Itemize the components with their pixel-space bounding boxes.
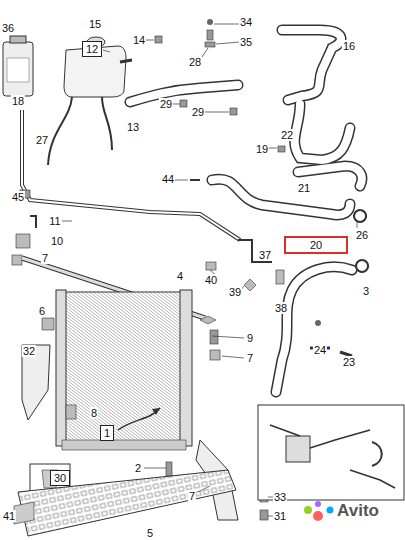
callout-number: 7 — [188, 490, 196, 502]
callout-number: 29 — [159, 98, 173, 110]
callout-number: 20 — [289, 239, 343, 251]
callout-number: 4 — [176, 270, 184, 282]
callout-number: 31 — [273, 510, 287, 522]
callout-number: 19 — [255, 143, 269, 155]
callout-number: 2 — [134, 462, 142, 474]
callout-number: 3 — [362, 285, 370, 297]
callout-number: 5 — [146, 527, 154, 539]
callout-number: 33 — [273, 491, 287, 503]
callout-number: 7 — [246, 352, 254, 364]
callout-number: 7 — [41, 252, 49, 264]
callout-number: 45 — [11, 191, 25, 203]
callout-number: 11 — [48, 215, 61, 227]
callout-number: 8 — [90, 407, 98, 419]
callout-number: 27 — [35, 134, 49, 146]
callout-number: 24 — [313, 344, 327, 356]
callout-number: 22 — [280, 129, 294, 141]
callout-number: 23 — [342, 356, 356, 368]
callout-number: 32 — [22, 345, 36, 357]
callout-number: 29 — [191, 106, 205, 118]
callout-number: 18 — [11, 95, 25, 107]
callout-number: 38 — [274, 302, 288, 314]
callout-number: 15 — [88, 18, 102, 30]
callout-number: 16 — [342, 40, 356, 52]
callout-box: 20 — [284, 236, 348, 254]
watermark: Avito — [336, 502, 380, 520]
callout-box: 30 — [50, 470, 70, 486]
callout-number: 1 — [104, 427, 110, 439]
callout-box: 12 — [82, 41, 102, 57]
callout-number: 28 — [188, 56, 202, 68]
callout-number: 26 — [355, 229, 369, 241]
callout-number: 39 — [228, 286, 242, 298]
callout-number: 30 — [54, 472, 66, 484]
callout-number: 6 — [38, 305, 46, 317]
callout-number: 37 — [258, 249, 272, 261]
callout-number: 9 — [246, 332, 254, 344]
callout-number: 40 — [204, 274, 218, 286]
callout-number: 41 — [2, 510, 16, 522]
callout-number: 35 — [239, 36, 253, 48]
callout-number: 36 — [1, 22, 15, 34]
callout-number: 14 — [132, 34, 146, 46]
callout-number: 34 — [239, 16, 253, 28]
callout-number: 21 — [297, 182, 311, 194]
callout-box: 1 — [100, 425, 114, 441]
callout-number: 44 — [161, 173, 175, 185]
callout-number: 12 — [86, 43, 98, 55]
callout-number: 13 — [126, 121, 140, 133]
callout-number: 10 — [50, 235, 64, 247]
